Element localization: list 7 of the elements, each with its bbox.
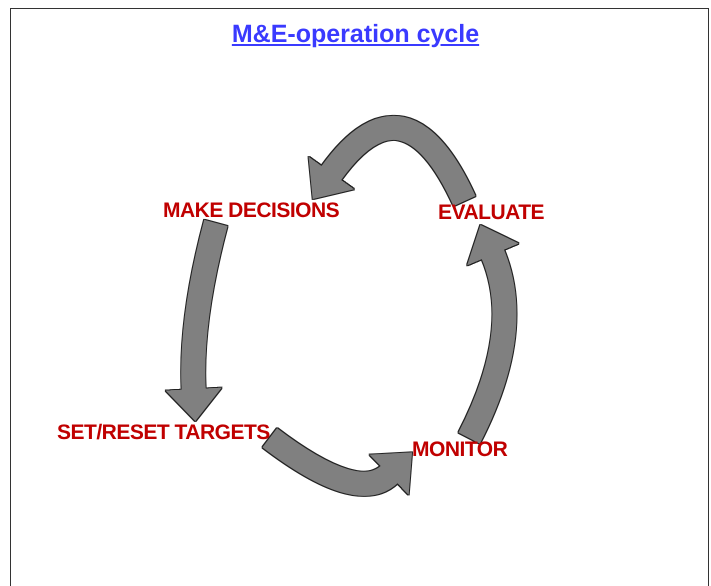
- step-label: MONITOR: [412, 438, 508, 462]
- step-label: MAKE DECISIONS: [163, 199, 340, 223]
- step-label: SET/RESET TARGETS: [57, 421, 270, 445]
- curved-block-arrow: [262, 428, 414, 497]
- step-label: EVALUATE: [438, 201, 544, 225]
- title: M&E-operation cycle: [232, 20, 480, 48]
- curved-block-arrow: [166, 220, 228, 422]
